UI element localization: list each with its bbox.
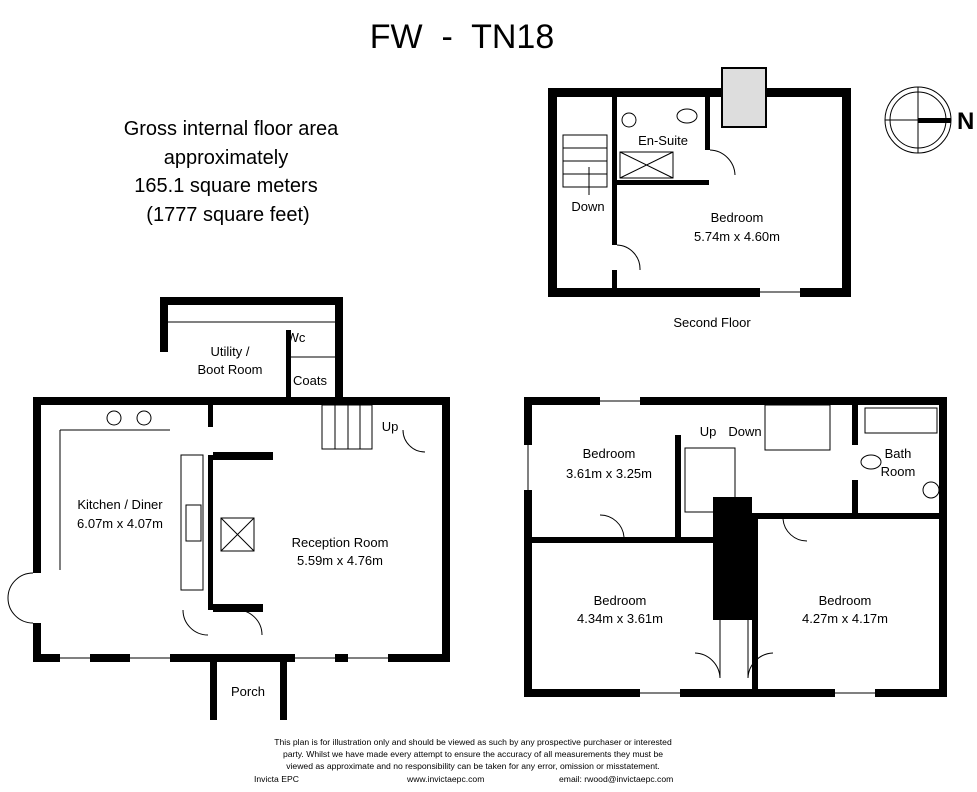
disclaimer-line: This plan is for illustration only and s… xyxy=(274,737,672,747)
room-label-coats: Coats xyxy=(293,373,327,388)
staircase xyxy=(764,404,831,451)
room-label-bath: Bath xyxy=(885,446,912,461)
skylight xyxy=(721,67,767,128)
staircase xyxy=(321,404,373,450)
room-size-bedroom: 5.74m x 4.60m xyxy=(694,229,780,244)
worktop xyxy=(180,454,204,591)
room-size-bedroom: 4.27m x 4.17m xyxy=(802,611,888,626)
plan-title: FW - TN18 xyxy=(370,18,555,56)
room-label-porch: Porch xyxy=(231,684,265,699)
toilet-icon xyxy=(860,454,882,470)
room-label-kitchen: Kitchen / Diner xyxy=(77,497,163,512)
chimney-breast xyxy=(713,497,752,620)
room-label-bedroom: Bedroom xyxy=(594,593,647,608)
room-label-bath: Room xyxy=(881,464,916,479)
ground-floor-plan: Utility / Boot Room Wc Coats Up Kitchen … xyxy=(7,297,450,720)
area-note: Gross internal floor area approximately … xyxy=(124,118,339,226)
room-label-utility: Utility / xyxy=(211,344,250,359)
email-link[interactable]: email: rwood@invictaepc.com xyxy=(559,774,673,784)
fireplace-icon xyxy=(220,517,255,552)
stairs-down-label: Down xyxy=(728,424,761,439)
room-size-bedroom: 4.34m x 3.61m xyxy=(577,611,663,626)
compass-icon: N xyxy=(884,86,974,154)
north-label: N xyxy=(957,108,974,135)
room-label-bedroom: Bedroom xyxy=(583,446,636,461)
room-label-bedroom: Bedroom xyxy=(819,593,872,608)
toilet-icon xyxy=(676,108,698,124)
disclaimer: This plan is for illustration only and s… xyxy=(254,737,673,784)
bath-icon xyxy=(864,407,938,434)
room-size-kitchen: 6.07m x 4.07m xyxy=(77,516,163,531)
hob-icon xyxy=(185,504,202,542)
room-label-ensuite: En-Suite xyxy=(638,133,688,148)
basin-icon xyxy=(621,112,637,128)
room-size-reception: 5.59m x 4.76m xyxy=(297,553,383,568)
room-label-bedroom: Bedroom xyxy=(711,210,764,225)
area-line: Gross internal floor area xyxy=(124,118,339,140)
area-line: (1777 square feet) xyxy=(146,204,309,226)
stairs-up-label: Up xyxy=(700,424,717,439)
door-swing xyxy=(616,244,641,271)
room-label-reception: Reception Room xyxy=(292,535,389,550)
disclaimer-line: viewed as approximate and no responsibil… xyxy=(286,761,660,771)
disclaimer-line: party. Whilst we have made every attempt… xyxy=(283,749,663,759)
stairs-label: Down xyxy=(571,199,604,214)
shower xyxy=(619,151,674,179)
room-size-bedroom: 3.61m x 3.25m xyxy=(566,466,652,481)
floor-caption: Second Floor xyxy=(673,315,751,330)
website-link[interactable]: www.invictaepc.com xyxy=(406,774,484,784)
company-name: Invicta EPC xyxy=(254,774,299,784)
stairs-label: Up xyxy=(382,419,399,434)
staircase xyxy=(684,447,736,513)
basin-icon xyxy=(922,481,940,499)
second-floor-plan: En-Suite Down Bedroom 5.74m x 4.60m Seco… xyxy=(548,67,851,330)
first-floor-plan: Bedroom 3.61m x 3.25m Up Down Bath Room … xyxy=(524,397,947,697)
area-line: 165.1 square meters xyxy=(134,175,317,197)
area-line: approximately xyxy=(164,147,289,169)
room-label-utility: Boot Room xyxy=(197,362,262,377)
door-swing xyxy=(709,149,736,176)
room-label-wc: Wc xyxy=(287,330,306,345)
